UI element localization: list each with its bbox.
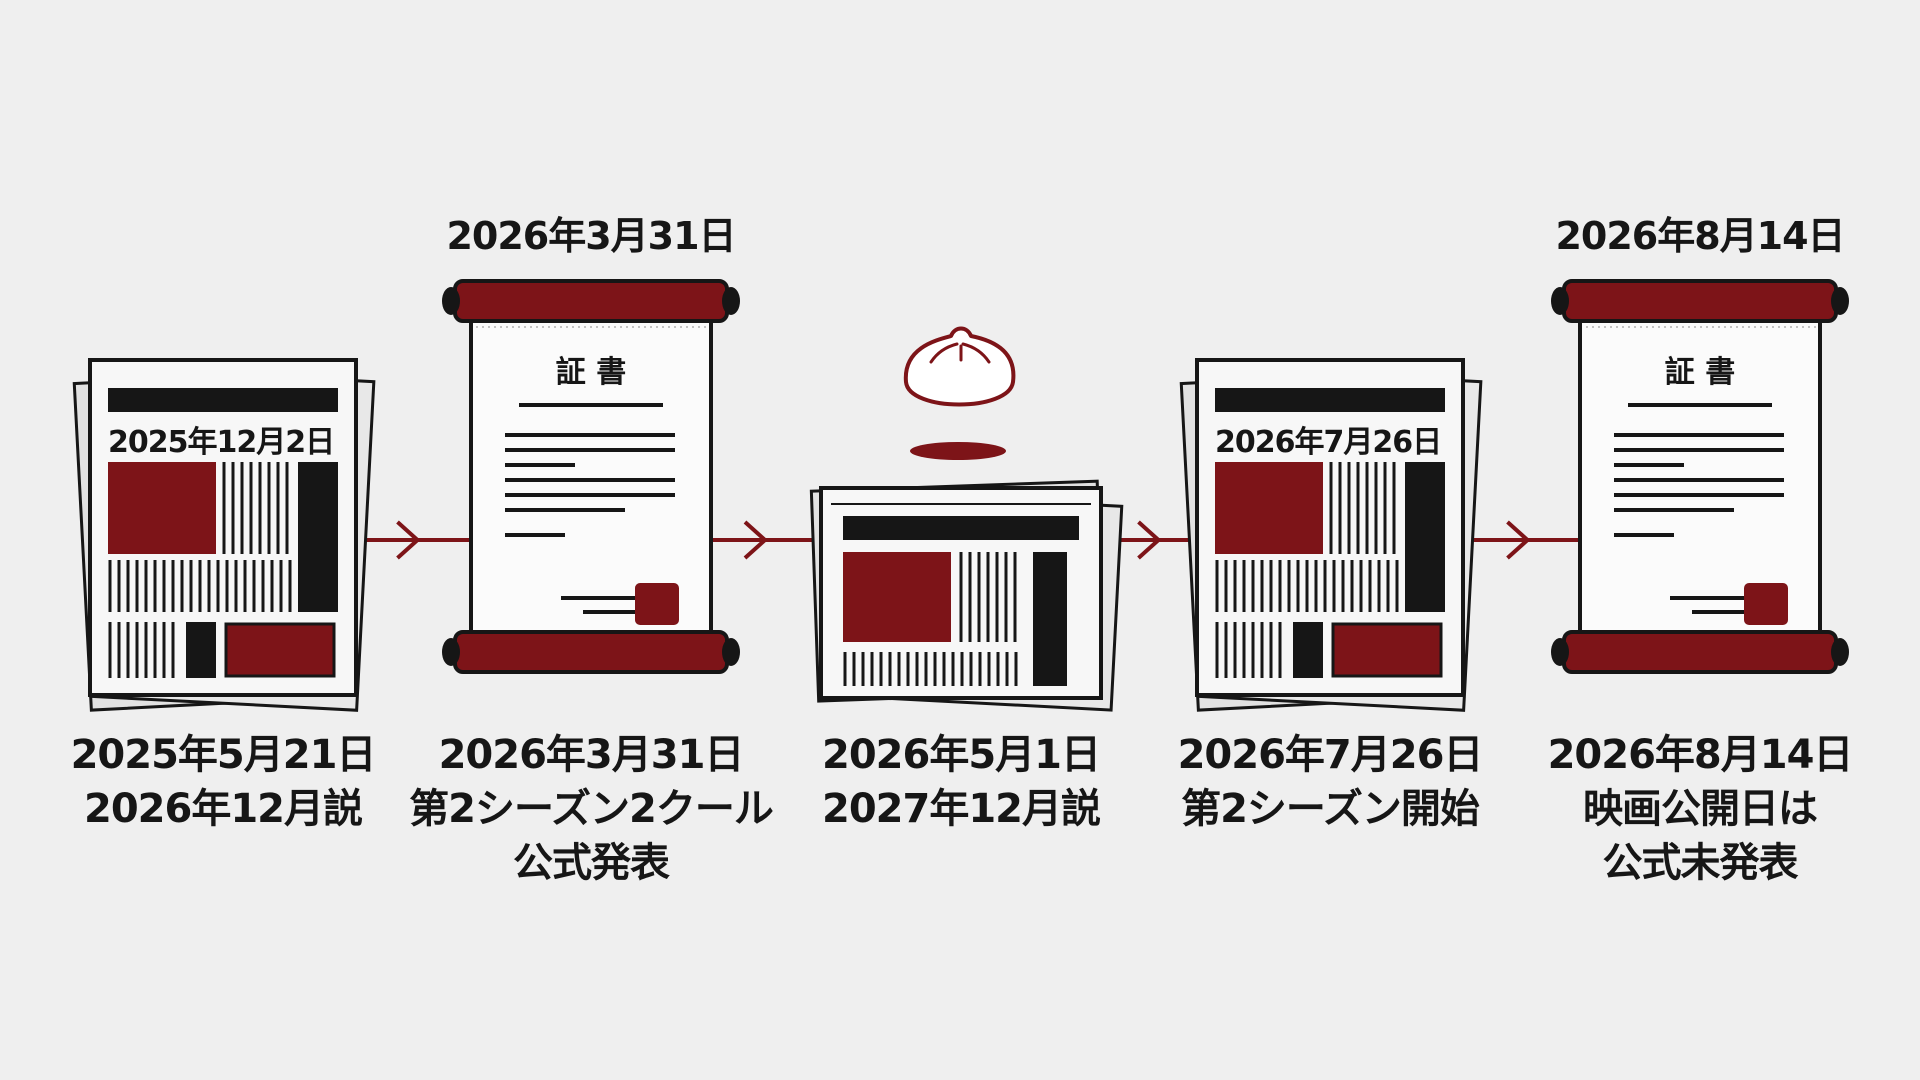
newspaper-text-columns: [1329, 462, 1396, 554]
newspaper-text-columns: [1215, 622, 1282, 678]
milestone-top-date: 2026年3月31日: [446, 214, 736, 258]
milestone-description: 公式発表: [512, 840, 670, 886]
newspaper-text-columns: [222, 462, 289, 554]
newspaper-text-columns: [843, 652, 1018, 686]
newspaper-text-columns: [1215, 560, 1399, 612]
milestone-description: 公式未発表: [1602, 840, 1798, 886]
milestone-caption: 2026年7月26日第2シーズン開始: [1177, 728, 1484, 836]
newspaper-headline-date: 2026年7月26日: [1215, 425, 1441, 460]
bun-shadow: [910, 442, 1006, 460]
newspaper-column-block: [298, 462, 338, 612]
milestone-date: 2026年5月1日: [822, 732, 1101, 778]
arrowhead-icon: [1137, 520, 1161, 560]
newspaper-column-block: [1033, 552, 1067, 686]
newspaper-masthead: [843, 516, 1079, 540]
milestone-caption: 2026年8月14日映画公開日は公式未発表: [1547, 728, 1854, 890]
timeline-connector: [1470, 520, 1580, 560]
newspaper-column-block: [186, 622, 216, 678]
newspaper-photo-block: [108, 462, 216, 554]
milestone-caption: 2025年5月21日 2026年12月説: [70, 728, 377, 836]
milestone-description: 2026年12月説: [83, 786, 363, 832]
milestone-date: 2025年5月21日: [70, 732, 377, 778]
newspaper-column-block: [1293, 622, 1323, 678]
milestone-description: 2027年12月説: [822, 786, 1101, 832]
milestone-date: 2026年3月31日: [438, 732, 745, 778]
newspaper-column-block: [1405, 462, 1445, 612]
steamed-bun-icon: [903, 326, 1016, 460]
milestone-top-date: 2026年8月14日: [1555, 214, 1845, 258]
folded-newspaper-icon: [809, 479, 1124, 712]
timeline-connector: [360, 520, 470, 560]
certificate-scroll-icon: 証 書: [442, 279, 740, 674]
certificate-scroll-icon: 証 書: [1551, 279, 1849, 674]
certificate-seal-icon: [1744, 583, 1788, 625]
timeline-connector: [712, 520, 812, 560]
milestone-caption: 2026年5月1日 2027年12月説: [822, 728, 1101, 836]
timeline-connector: [1110, 520, 1200, 560]
milestone-date: 2026年7月26日: [1177, 732, 1484, 778]
newspaper-photo-block: [224, 622, 336, 678]
scroll-roller: [442, 630, 740, 674]
bun-pleats: [929, 342, 991, 364]
scroll-roller: [442, 279, 740, 323]
certificate-text-lines: [1614, 403, 1784, 614]
certificate-title: 証 書: [556, 355, 626, 390]
scroll-roller: [1551, 630, 1849, 674]
newspaper-text-columns: [959, 552, 1017, 642]
newspaper-icon: 2026年7月26日: [1179, 358, 1483, 712]
milestone-caption: 2026年3月31日第2シーズン2クール公式発表: [409, 728, 774, 890]
newspaper-icon: 2025年12月2日: [72, 358, 376, 712]
newspaper-photo-block: [1331, 622, 1443, 678]
milestone-description: 第2シーズン開始: [1181, 786, 1480, 832]
newspaper-photo-block: [1215, 462, 1323, 554]
milestone-description: 第2シーズン2クール: [409, 786, 774, 832]
bun-body: [903, 326, 1016, 407]
scroll-roller: [1551, 279, 1849, 323]
arrowhead-icon: [396, 520, 420, 560]
certificate-title: 証 書: [1665, 355, 1735, 390]
certificate-seal-icon: [635, 583, 679, 625]
arrowhead-icon: [1506, 520, 1530, 560]
newspaper-text-columns: [108, 560, 292, 612]
newspaper-photo-block: [843, 552, 951, 642]
arrowhead-icon: [743, 520, 767, 560]
milestone-description: 映画公開日は: [1582, 786, 1818, 832]
newspaper-headline-date: 2025年12月2日: [108, 425, 334, 460]
newspaper-masthead: [1215, 388, 1445, 412]
newspaper-text-columns: [108, 622, 175, 678]
milestone-date: 2026年8月14日: [1547, 732, 1854, 778]
certificate-text-lines: [505, 403, 675, 614]
newspaper-masthead: [108, 388, 338, 412]
